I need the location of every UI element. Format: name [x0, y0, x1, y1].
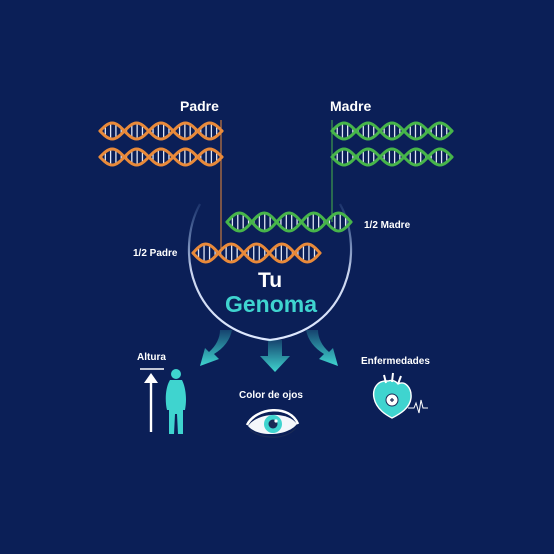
- arrow-left-icon: [200, 330, 232, 366]
- diseases-label: Enfermedades: [361, 356, 430, 367]
- dna-strand: [225, 211, 353, 233]
- dna-strand: [191, 242, 322, 264]
- mother-label: Madre: [330, 98, 372, 114]
- arrow-right-icon: [306, 330, 338, 366]
- half-mother-dna-helix: [225, 211, 353, 233]
- dna-strand: [330, 147, 454, 167]
- genoma-label: Genoma: [225, 291, 318, 317]
- mother-dna-helix-bottom: [330, 147, 454, 167]
- height-label: Altura: [137, 352, 166, 363]
- person-silhouette-icon: [165, 369, 186, 434]
- father-dna-helix-bottom: [98, 147, 224, 167]
- father-label: Padre: [180, 98, 219, 114]
- dna-strand: [98, 147, 224, 167]
- height-icon: [140, 368, 164, 432]
- dna-strand: [98, 121, 224, 141]
- dna-strand: [330, 147, 454, 167]
- dna-strand: [98, 147, 224, 167]
- eye-icon: [245, 409, 300, 438]
- arrow-down-icon: [260, 340, 290, 372]
- half-father-dna-helix: [191, 242, 322, 264]
- half-mother-label: 1/2 Madre: [364, 220, 411, 231]
- father-dna-helix-top: [98, 121, 224, 141]
- dna-strand: [98, 121, 224, 141]
- eye-color-label: Color de ojos: [239, 390, 303, 401]
- dna-strand: [225, 211, 353, 233]
- dna-strand: [330, 121, 454, 141]
- heart-icon: [372, 372, 428, 419]
- dna-strand: [330, 121, 454, 141]
- dna-strand: [191, 242, 322, 264]
- tu-label: Tu: [258, 269, 283, 292]
- mother-dna-helix-top: [330, 121, 454, 141]
- half-father-label: 1/2 Padre: [133, 248, 178, 259]
